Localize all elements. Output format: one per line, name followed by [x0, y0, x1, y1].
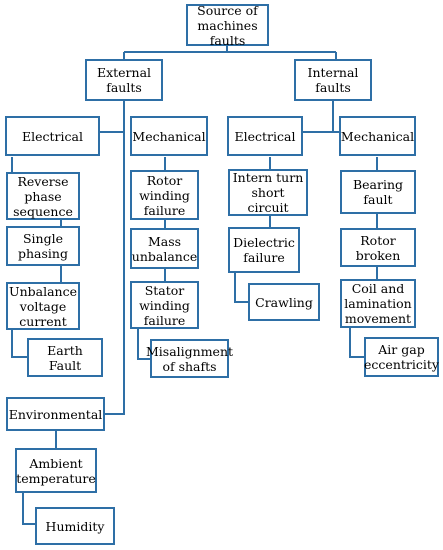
internal-faults-node: Internal faults [294, 59, 372, 101]
bearing-fault-node: Bearing fault [340, 170, 416, 214]
crawling-node: Crawling [248, 283, 320, 321]
external-electrical-node: Electrical [5, 116, 100, 156]
root-node: Source of machines faults [186, 3, 269, 48]
coil-and-lamination-movement-node: Coil and lamination movement [340, 279, 416, 328]
air-gap-eccentricity-node: Air gap eccentricity [364, 337, 439, 377]
unbalance-voltage-current-node: Unbalance voltage current [6, 282, 80, 330]
internal-mechanical-node: Mechanical [339, 116, 416, 156]
humidity-node: Humidity [35, 507, 115, 545]
misalignment-of-shafts-node: Misalignment of shafts [146, 339, 233, 378]
rotor-broken-node: Rotor broken [340, 228, 416, 267]
intern-turn-short-circuit-node: Intern turn short circuit [228, 169, 308, 216]
external-faults-node: External faults [85, 59, 163, 101]
stator-winding-failure-node: Stator winding failure [130, 281, 199, 329]
dielectric-failure-node: Dielectric failure [228, 227, 300, 273]
external-mechanical-node: Mechanical [130, 116, 208, 156]
internal-electrical-node: Electrical [227, 116, 303, 156]
environmental-node: Environmental [6, 397, 105, 431]
single-phasing-node: Single phasing [6, 226, 80, 266]
ambient-temperature-node: Ambient temperature [15, 448, 97, 493]
rotor-winding-failure-node: Rotor winding failure [130, 170, 199, 220]
earth-fault-node: Earth Fault [27, 338, 103, 377]
mass-unbalance-node: Mass unbalance [130, 228, 199, 269]
reverse-phase-sequence-node: Reverse phase sequence [6, 172, 80, 220]
